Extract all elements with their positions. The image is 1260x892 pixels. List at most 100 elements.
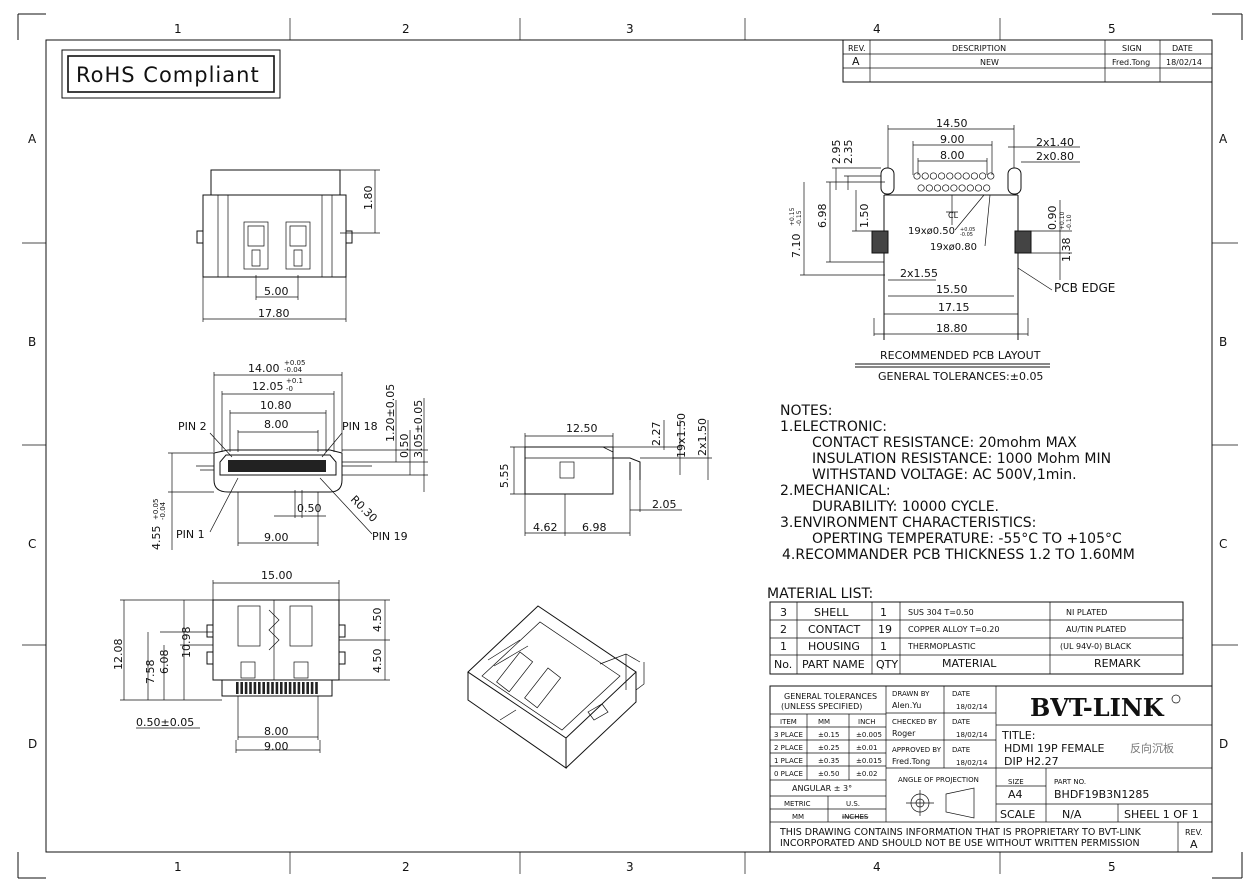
bottom-pin [253,682,257,694]
dim-1-38: 1.38 [1060,238,1073,263]
mat-2-qty: 19 [878,623,892,636]
drawn-by-label: DRAWN BY [892,690,930,698]
dim-1-80: 1.80 [362,186,375,211]
note-line-2: CONTACT RESISTANCE: 20mohm MAX [812,435,1077,451]
note-line-9: 4.RECOMMANDER PCB THICKNESS 1.2 TO 1.60M… [782,547,1135,563]
zone-col-1-bottom: 1 [174,860,182,874]
bottom-pin [271,682,274,694]
dim-6-08: 6.08 [158,650,171,675]
dim-0-50-pitch: 0.50 [297,502,322,515]
dim-0-50-v: 0.50 [398,434,411,459]
zone-row-b-right: B [1219,335,1227,349]
dim-6-98-side: 6.98 [582,521,607,534]
size-value: A4 [1008,788,1023,801]
dim-9-00: 9.00 [940,133,965,146]
hole-label-0-80: 19xø0.80 [930,242,977,253]
drawn-date: 18/02/14 [956,703,988,711]
zone-col-3-bottom: 3 [626,860,634,874]
dim-8-00-bottom: 8.00 [264,725,289,738]
gt-mm: MM [792,813,804,821]
pcb-layout: CL 14.50 9.00 8.00 2x1.40 2x0.80 2.95 2.… [789,117,1115,383]
pcb-hole [913,172,921,180]
dim-5-00: 5.00 [264,285,289,298]
note-line-3: INSULATION RESISTANCE: 1000 Mohm MIN [812,451,1111,467]
angle-projection-label: ANGLE OF PROJECTION [898,776,979,784]
dim-0-50-tol: 0.50±0.05 [136,716,194,729]
dim-12-05: 12.05 [252,380,284,393]
pcb-hole [925,184,933,192]
gt-cell: 2 PLACE [774,744,803,752]
gt-cell: 0 PLACE [774,770,803,778]
gt-us: U.S. [846,800,860,808]
zone-row-c: C [28,537,36,551]
bottom-pin [293,682,296,694]
centerline-mark: CL [948,211,959,220]
title-line-1: HDMI 19P FEMALE [1004,742,1105,755]
bottom-pin [262,682,265,694]
dim-2x1-55: 2x1.55 [900,267,938,280]
mat-header-qty: QTY [876,658,898,671]
gt-cell: 3 PLACE [774,731,803,739]
pin-1-label: PIN 1 [176,528,205,541]
zone-col-2: 2 [402,22,410,36]
pin-18-label: PIN 18 [342,420,378,433]
projection-symbol-icon [906,787,975,819]
zone-col-4-bottom: 4 [873,860,881,874]
bottom-pin [297,682,301,694]
pcb-hole [974,184,983,192]
gt-inches: INCHES [842,813,869,821]
zone-col-5: 5 [1108,22,1116,36]
material-heading: MATERIAL LIST: [767,586,873,602]
title-label: TITLE: [1001,729,1035,742]
bottom-pin [310,682,314,694]
bottom-pin [244,682,248,694]
rev-date: 18/02/14 [1166,58,1202,67]
checked-date: 18/02/14 [956,731,988,739]
pcb-holes [913,172,995,192]
tol-1-38-minus: -0.10 [1066,214,1073,230]
notes: NOTES: 1.ELECTRONIC: CONTACT RESISTANCE:… [780,403,1135,563]
sheet-border: 1 2 3 4 5 1 2 3 4 5 A B C D A B C D [17,13,1243,879]
dim-0-90: 0.90 [1046,206,1059,231]
pcb-hole [979,172,987,180]
gt-cell: ±0.25 [818,744,839,752]
pcb-hole [946,172,954,180]
bottom-pin [266,682,270,694]
mat-2-material: COPPER ALLOY T=0.20 [908,625,999,634]
dim-2x0-80: 2x0.80 [1036,150,1074,163]
bottom-pin [258,682,261,694]
dim-17-15: 17.15 [938,301,970,314]
hole-tol-minus: -0.05 [960,232,973,238]
tol-4-55-plus: +0.05 [152,499,160,520]
dim-5-55: 5.55 [498,464,511,489]
gt-cell: ±0.35 [818,757,839,765]
dim-2-95: 2.95 [830,140,843,165]
rev-header-sign: SIGN [1122,44,1142,53]
bottom-pins [236,682,318,694]
rev-label: REV. [1185,828,1203,837]
pcb-edge-label: PCB EDGE [1054,281,1115,295]
dim-10-80: 10.80 [260,399,292,412]
radius-r0-30: R0.30 [348,493,380,525]
note-line-6: DURABILITY: 10000 CYCLE. [812,499,999,515]
note-line-1: 1.ELECTRONIC: [780,419,887,435]
dim-2-27: 2.27 [650,422,663,447]
mat-3-no: 1 [780,640,787,653]
note-line-7: 3.ENVIRONMENT CHARACTERISTICS: [780,515,1036,531]
mat-1-material: SUS 304 T=0.50 [908,608,974,617]
zone-col-3: 3 [626,22,634,36]
gt-head-mm: MM [818,718,830,726]
note-line-4: WITHSTAND VOLTAGE: AC 500V,1min. [812,467,1077,483]
approved-by-label: APPROVED BY [892,746,942,754]
registered-mark-icon [1171,694,1181,704]
approved-by-name: Fred.Tong [892,757,930,766]
title-cn: 反向沉板 [1130,741,1174,755]
dim-4-50-a: 4.50 [371,608,384,633]
gt-angular: ANGULAR ± 3° [792,784,852,793]
tol-12-05-minus: -0 [286,385,293,393]
gt-sub: (UNLESS SPECIFIED) [781,702,862,711]
dim-2-05: 2.05 [652,498,677,511]
bottom-view: 15.00 4.50 4.50 12.08 10.98 7.58 6.08 0.… [112,569,390,753]
bottom-pin [306,682,309,694]
dim-17-80: 17.80 [258,307,290,320]
